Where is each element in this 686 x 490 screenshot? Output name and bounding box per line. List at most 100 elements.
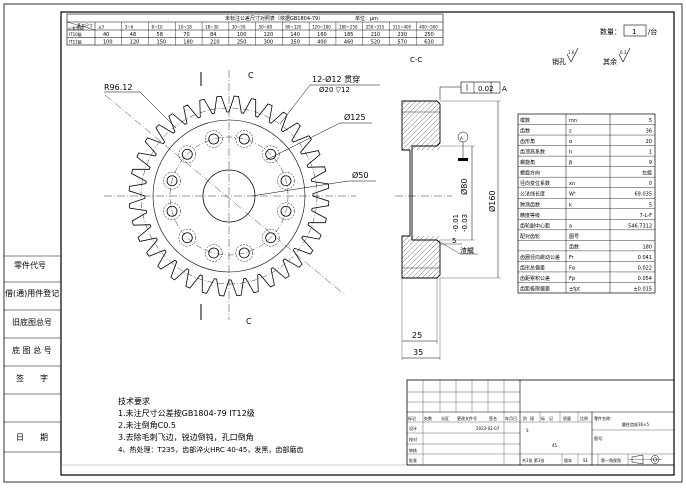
inner-border — [60, 11, 675, 476]
param-name: 齿数 — [520, 128, 530, 135]
tolerance-value: 300 — [264, 40, 274, 46]
requirements-title: 技术要求 — [118, 396, 150, 406]
bolt-hole — [280, 205, 292, 217]
tolerance-range: 50~80 — [259, 25, 273, 30]
param-value: 0.054 — [638, 276, 652, 282]
param-name: 公法线长度 — [520, 191, 545, 198]
requirement-1: 1.未注尺寸公差按GB1804-79 IT12级 — [118, 408, 255, 418]
left-label-signature: 签 字 — [16, 373, 48, 383]
roughness-rest-value: 6.3 — [620, 50, 627, 55]
bolt-hole — [166, 205, 178, 217]
param-value: 9 — [649, 160, 652, 166]
param-value: 180 — [642, 244, 652, 250]
tolerance-value: 70 — [183, 32, 189, 38]
bolt-hole — [265, 232, 277, 244]
param-name: 齿形总偏差 — [520, 264, 545, 271]
section-hatching — [402, 101, 440, 278]
left-label-drawing-no: 底 图 总 号 — [12, 345, 52, 355]
tolerance-value: 250 — [424, 32, 434, 38]
bolt-hole — [166, 175, 178, 187]
tolerance-range: 3~6 — [125, 25, 134, 30]
requirement-2: 2.未注倒角C0.5 — [118, 420, 176, 430]
tb-row-design: 设计 — [409, 425, 417, 431]
tolerance-value: 230 — [397, 32, 407, 38]
tolerance-value: 48 — [130, 32, 136, 38]
left-label-old-drawing: 旧底图总号 — [12, 317, 52, 327]
roughness-hole-value: 1.6 — [568, 50, 575, 55]
holes-depth-callout: Ø20 ▽12 — [319, 86, 350, 94]
param-name: 齿距累积公差 — [520, 275, 550, 282]
bolt-hole-counterbore — [163, 171, 181, 190]
roughness-rest-icon — [618, 47, 631, 63]
bolt-hole-counterbore — [235, 130, 254, 148]
tb-stage-3: 标 — [541, 415, 545, 421]
bolt-hole — [181, 232, 193, 244]
left-label-part-code: 零件代号 — [14, 260, 46, 270]
bolt-hole — [238, 133, 250, 145]
bolt-hole — [265, 148, 277, 160]
param-name: 径向变位系数 — [520, 180, 550, 187]
tb-version-label: 版本 — [564, 457, 572, 463]
param-symbol: 齿数 — [569, 243, 579, 250]
left-register: 零件代号 借(通)用件登记 旧底图总号 底 图 总 号 签 字 日 期 — [4, 255, 61, 453]
gear-section-view: C-C 0.02 A A -0.01 -0.03 Ø80 Ø160 5 渣艉 — [395, 56, 507, 360]
tolerance-row-header-bottom: 公差等级 — [68, 25, 84, 31]
tolerance-range: 180~250 — [339, 25, 358, 30]
tolerance-range: 10~18 — [178, 25, 192, 30]
param-symbol: a — [569, 223, 572, 229]
quantity-box: 数量： 1 /台 — [600, 24, 657, 37]
tolerance-grade: IT12级 — [69, 39, 82, 45]
roughness-hole-icon — [566, 47, 579, 63]
bolt-hole-counterbore — [261, 145, 280, 164]
param-symbol: Fp — [569, 276, 575, 282]
tolerance-value: 180 — [183, 40, 193, 46]
tb-drawing-no-label: 图号: — [594, 435, 603, 441]
bore-dimension: Ø50 — [352, 170, 368, 180]
bolt-hole-counterbore — [204, 130, 223, 148]
bolt-hole — [181, 148, 193, 160]
technical-requirements: 技术要求 1.未注尺寸公差按GB1804-79 IT12级 2.未注倒角C0.5… — [118, 396, 303, 454]
tb-part-name-label: 零件名称: — [594, 415, 611, 421]
param-name: 模数 — [520, 117, 530, 124]
quantity-label: 数量： — [600, 27, 621, 36]
outer-border — [3, 3, 683, 483]
inner-bore-dimension: Ø80 — [459, 179, 469, 195]
param-symbol: Fr — [569, 255, 575, 261]
tolerance-value: 630 — [424, 40, 434, 46]
param-symbol: 图号 — [569, 234, 579, 240]
requirement-3: 3.去除毛刺飞边，锐边倒钝，孔口倒角 — [118, 432, 254, 442]
param-value: 左旋 — [642, 170, 652, 177]
tb-header-count: 处数 — [424, 415, 432, 421]
tb-weight-label: 质量 — [563, 415, 571, 421]
tolerance-value: 185 — [344, 32, 354, 38]
param-symbol: mn — [569, 118, 577, 124]
param-symbol: β — [569, 160, 572, 166]
bore-circle — [202, 169, 256, 223]
bolt-hole-counterbore — [277, 202, 295, 221]
holes-callout: 12-Ø12 贯穿 — [312, 74, 360, 84]
param-value: 20 — [646, 139, 652, 145]
tolerance-value: 58 — [157, 32, 163, 38]
tb-stage-1: 阶 — [523, 415, 527, 421]
tolerance-value: 84 — [210, 32, 216, 38]
param-name: 螺旋方向 — [520, 170, 540, 177]
outer-diameter-dimension: Ø160 — [487, 190, 497, 212]
tolerance-range: 18~30 — [205, 25, 219, 30]
tb-scale-label: 比例 — [580, 415, 588, 421]
param-name: 精度等级 — [520, 212, 540, 219]
bolt-hole — [208, 247, 220, 259]
width-dimension-1: 25 — [412, 331, 422, 340]
param-name: 齿顶高系数 — [520, 149, 545, 156]
tb-material-label: S — [526, 428, 529, 433]
tolerance-value: 40 — [103, 32, 109, 38]
tb-design-date: 2023-02-07 — [476, 426, 500, 431]
tb-hardness: 45 — [552, 443, 558, 448]
param-name: 跨测齿数 — [520, 201, 540, 208]
tolerance-value: 210 — [371, 32, 381, 38]
pitch-circle — [140, 107, 318, 285]
bolt-circle — [169, 136, 289, 256]
roughness-hole-label: 销孔 — [552, 57, 566, 66]
tolerance-value: 140 — [290, 32, 300, 38]
tolerance-range: 30~50 — [232, 25, 246, 30]
